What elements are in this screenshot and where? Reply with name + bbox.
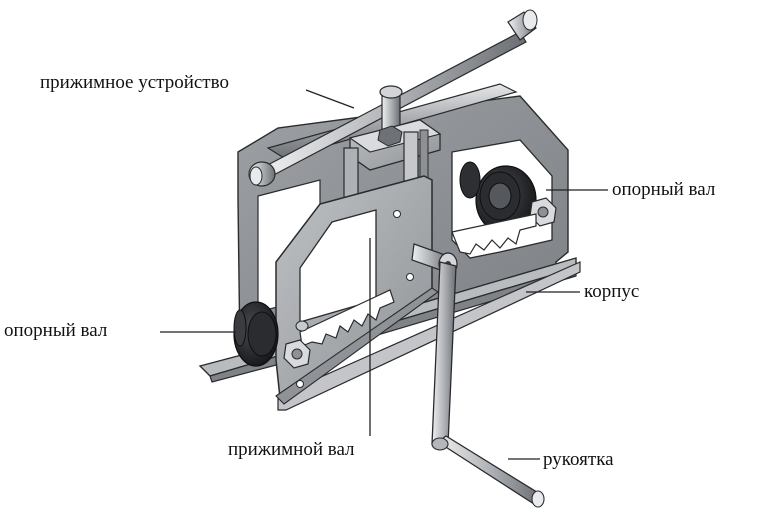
leader-lines <box>160 89 608 460</box>
front-side-plate <box>275 175 439 405</box>
label-clamp-device: прижимное устройство <box>40 72 229 93</box>
clamp-device <box>248 9 538 281</box>
label-support-roller-left: опорный вал <box>4 320 108 341</box>
label-press-roller: прижимной вал <box>228 439 355 460</box>
leader-clamp <box>305 89 355 109</box>
adjust-slot-back <box>451 213 537 255</box>
label-handle: рукоятка <box>543 449 614 470</box>
support-roller-left <box>233 301 311 369</box>
crank-handle <box>411 243 545 508</box>
label-support-roller-right: опорный вал <box>612 179 716 200</box>
support-roller-right <box>459 161 557 235</box>
label-body: корпус <box>584 281 640 302</box>
